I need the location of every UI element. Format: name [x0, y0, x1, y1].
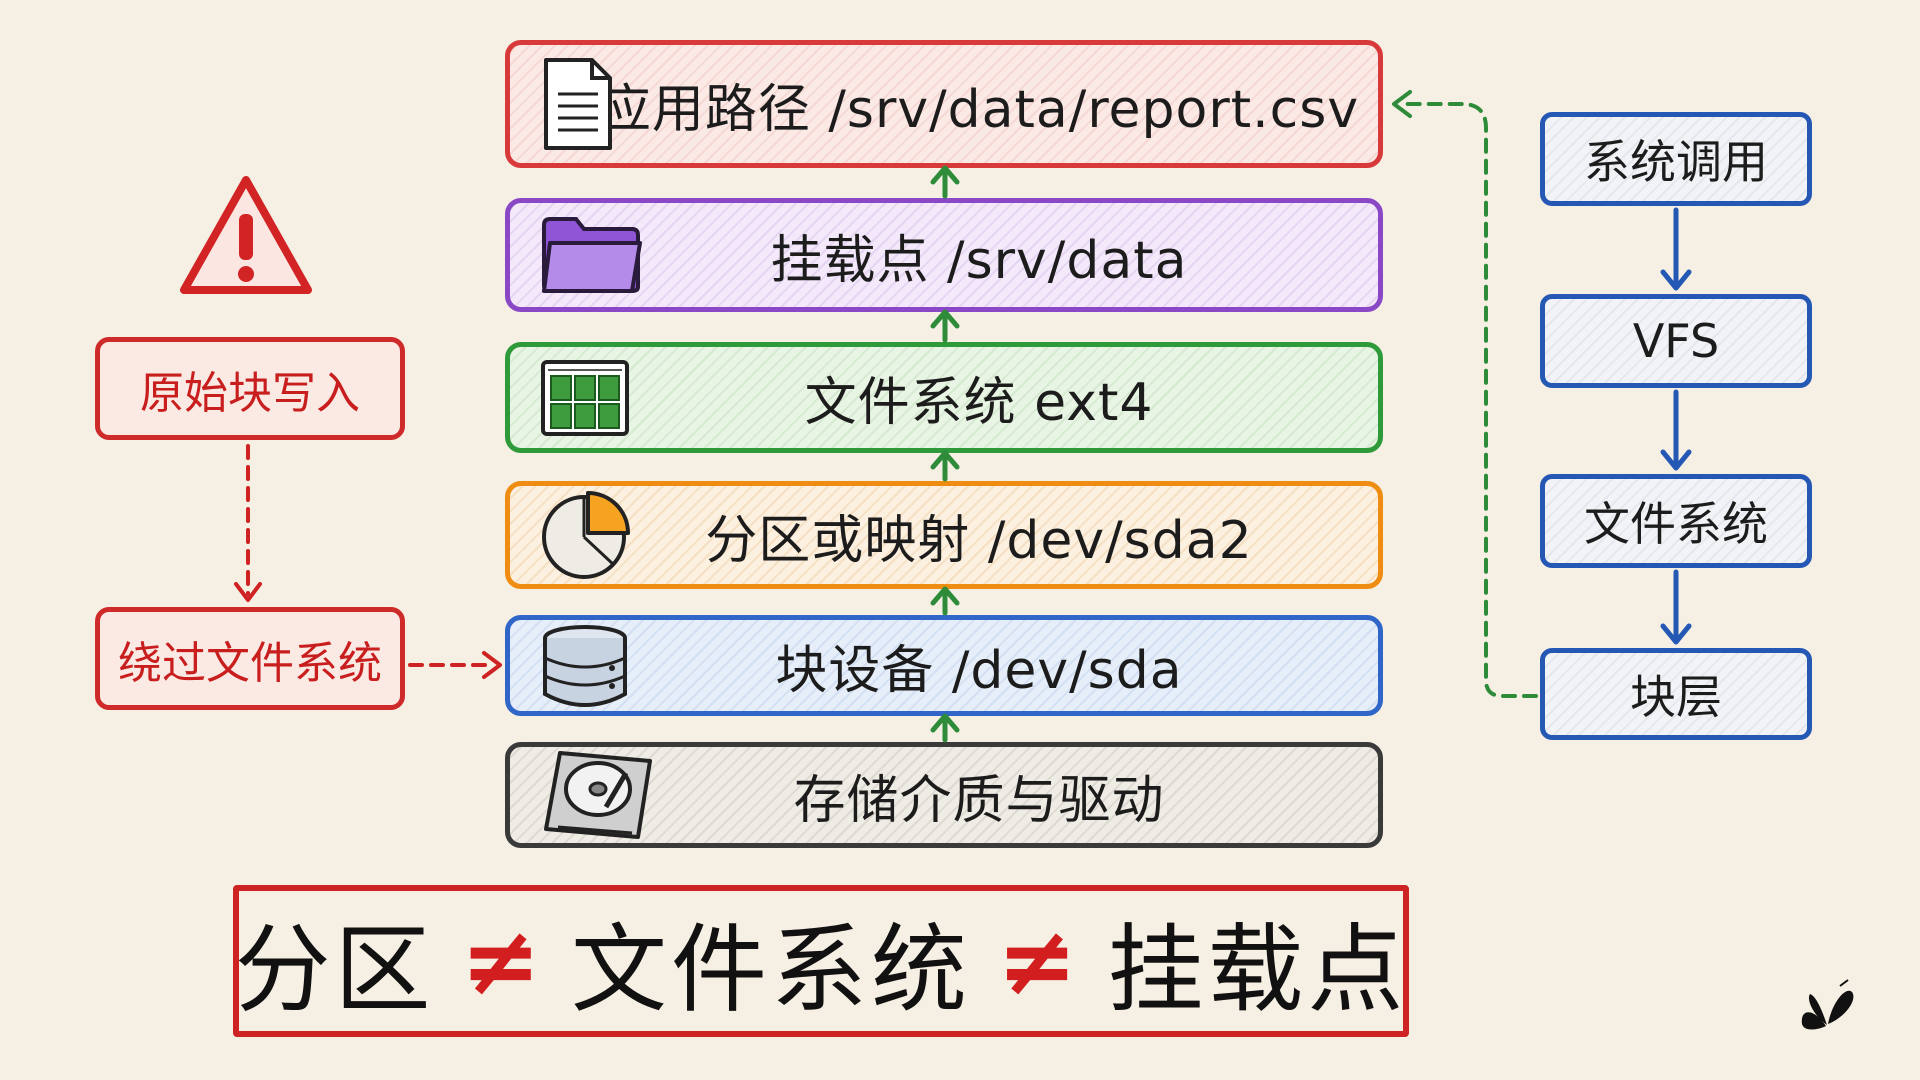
not-equal-sign: ≠ [997, 905, 1082, 1017]
summary-partition: 分区 [234, 913, 435, 1026]
layer-partition-label: 分区或映射 /dev/sda2 [705, 510, 1253, 571]
layer-mount-point-label: 挂载点 /srv/data [770, 230, 1188, 291]
document-icon [544, 58, 612, 150]
raw-block-write-box: 原始块写入 [95, 337, 405, 440]
summary-mount-point: 挂载点 [1107, 913, 1408, 1026]
warning-icon [180, 176, 312, 294]
layer-partition: 分区或映射 /dev/sda2 [505, 481, 1383, 589]
layer-application-path: 应用路径 /srv/data/report.csv [505, 40, 1383, 168]
flow-step-filesystem-label: 文件系统 [1584, 497, 1768, 551]
layer-block-device: 块设备 /dev/sda [505, 615, 1383, 716]
flow-step-syscall-label: 系统调用 [1584, 135, 1768, 189]
flow-down-arrows [1660, 207, 1692, 645]
layer-block-device-label: 块设备 /dev/sda [775, 641, 1183, 701]
bypass-filesystem-box: 绕过文件系统 [95, 607, 405, 710]
raw-block-write-label: 原始块写入 [140, 367, 360, 419]
summary-banner: 分区 ≠ 文件系统 ≠ 挂载点 [233, 885, 1409, 1037]
flow-step-block-layer-label: 块层 [1630, 670, 1722, 724]
flow-step-filesystem: 文件系统 [1540, 474, 1812, 568]
layer-up-arrows [930, 165, 960, 743]
layer-filesystem: 文件系统 ext4 [505, 342, 1383, 453]
layer-mount-point: 挂载点 /srv/data [505, 198, 1383, 312]
raw-write-down-arrow [234, 444, 262, 602]
flow-step-vfs: VFS [1540, 294, 1812, 388]
not-equal-sign: ≠ [460, 905, 545, 1017]
pie-chart-icon [542, 491, 630, 579]
folder-icon [542, 217, 642, 293]
flow-step-vfs-label: VFS [1632, 314, 1720, 368]
hard-drive-icon [544, 751, 652, 839]
summary-filesystem: 文件系统 [571, 913, 971, 1026]
butterfly-icon [1801, 979, 1854, 1030]
grid-icon [541, 359, 629, 436]
layer-filesystem-label: 文件系统 ext4 [804, 373, 1154, 433]
bypass-filesystem-label: 绕过文件系统 [118, 637, 382, 689]
layer-storage-media-label: 存储介质与驱动 [793, 770, 1165, 831]
flow-step-block-layer: 块层 [1540, 648, 1812, 740]
layer-storage-media: 存储介质与驱动 [505, 742, 1383, 848]
bypass-to-block-device-arrow [408, 651, 502, 679]
block-layer-to-app-arrow [1392, 90, 1538, 698]
flow-step-syscall: 系统调用 [1540, 112, 1812, 206]
layer-application-path-label: 应用路径 /srv/data/report.csv [598, 79, 1360, 140]
database-icon [543, 624, 627, 707]
